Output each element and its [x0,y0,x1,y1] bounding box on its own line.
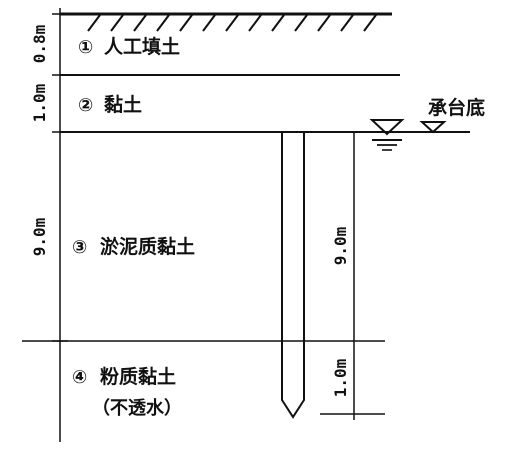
layer2-name: 黏土 [104,93,142,116]
ground-surface [60,12,392,32]
water-table-icon [369,119,405,151]
ground-hatch-stroke [133,14,147,32]
ground-hatch-stroke [87,14,101,32]
layer4-marker: ④ [72,367,87,388]
ground-hatch-stroke [202,14,216,32]
ground-hatch-stroke [294,14,308,32]
dim-layer2-thickness: 1.0m [30,83,49,122]
pile [281,132,305,419]
ground-hatch-stroke [340,14,354,32]
layer3-marker: ③ [72,237,87,258]
ground-hatch-stroke [363,14,377,32]
layer4-note: （不透水） [92,397,182,419]
dim-layer1-thickness: 0.8m [30,24,49,63]
layer2-marker: ② [78,95,93,116]
ground-hatch-stroke [156,14,170,32]
layer1-marker: ① [78,37,93,58]
cap-bottom-label: 承台底 [428,96,485,119]
ground-hatch-stroke [248,14,262,32]
dim-pile-lower: 1.0m [331,358,350,397]
dim-pile-upper: 9.0m [331,226,350,265]
ground-hatch-stroke [225,14,239,32]
dim-layer3-thickness: 9.0m [30,217,49,256]
layer3-name: 淤泥质黏土 [100,235,195,258]
ground-hatch-stroke [271,14,285,32]
cap-bottom-icon [419,121,447,134]
ground-hatch-stroke [317,14,331,32]
layer4-name: 粉质黏土 [100,365,176,388]
ground-hatch-stroke [179,14,193,32]
ground-hatch-stroke [110,14,124,32]
layer1-name: 人工填土 [104,35,180,58]
